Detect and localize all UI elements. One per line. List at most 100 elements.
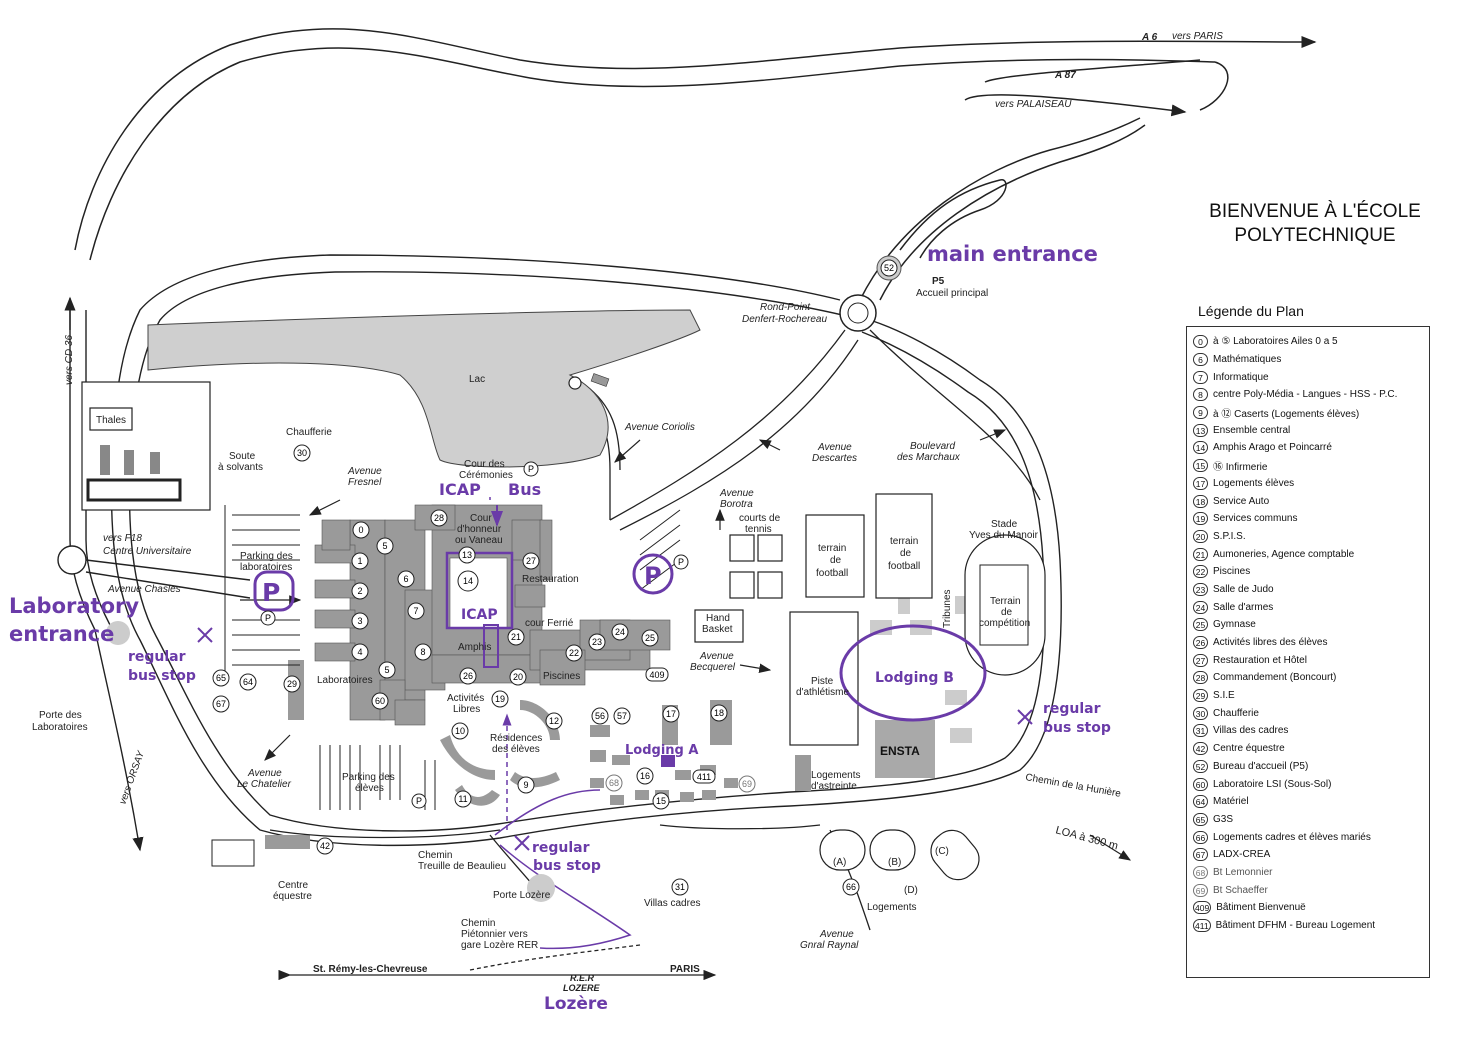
bnum-28: 28 [434, 513, 444, 523]
bnum-42: 42 [320, 841, 330, 851]
bnum-52: 52 [884, 263, 894, 273]
chaufferie-label: Chaufferie [286, 427, 332, 438]
accueil-label: Accueil principal [916, 288, 988, 299]
legend-item-number: 411 [1193, 919, 1211, 933]
rer-label-1: R.E.R [570, 973, 595, 983]
bnum-67: 67 [216, 699, 226, 709]
legend-item-number: 52 [1193, 759, 1208, 773]
soute-label-2: à solvants [218, 462, 263, 473]
legend-item-number: 29 [1193, 689, 1208, 703]
icap-label: ICAP [461, 607, 498, 623]
rond-point-label-2: Denfert-Rochereau [742, 314, 827, 325]
bnum-21: 21 [511, 632, 521, 642]
parking-eleves-label-2: élèves [355, 783, 384, 794]
logements-label: Logements [867, 902, 916, 913]
legend-item-number: 25 [1193, 618, 1208, 632]
legend-item-text: Service Auto [1213, 495, 1270, 507]
parking-p-labo: P [265, 613, 271, 623]
bnum-69: 69 [742, 779, 752, 789]
bnum-9: 9 [523, 780, 528, 790]
foot2-label-2: de [900, 548, 912, 559]
legend-item-number: 19 [1193, 512, 1208, 526]
cour-ferrie-label: cour Ferrié [525, 618, 574, 629]
chasles-label: Avenue Chasles [107, 584, 181, 595]
piste-label-2: d'athlétisme [796, 687, 849, 698]
piste-label-1: Piste [811, 676, 834, 687]
legend-item-text: Matériel [1213, 796, 1249, 808]
a6-label: A 6 [1141, 32, 1158, 43]
parking-p-right-label: P [644, 562, 662, 590]
parking-hatching [224, 505, 681, 810]
bnum-16: 16 [640, 771, 650, 781]
coriolis-label: Avenue Coriolis [624, 422, 695, 433]
foot1-label-1: terrain [818, 543, 846, 554]
legend-item-number: 8 [1193, 388, 1208, 402]
legend-item-text: LADX-CREA [1213, 849, 1271, 861]
lodging-a-label: Lodging A [625, 743, 698, 758]
legend-item-text: Logements cadres et élèves mariés [1213, 831, 1371, 843]
honneur-label-1: Cour [470, 513, 492, 524]
legend-item-text: Logements élèves [1213, 477, 1295, 489]
porte-lozere-label: Porte Lozère [493, 890, 551, 901]
activites-label-1: Activités [447, 693, 484, 704]
legend-item-number: 22 [1193, 565, 1208, 579]
parking-eleves-label-1: Parking des [342, 772, 395, 783]
roundabout-left [57, 545, 251, 599]
amphis-label: Amphis [458, 642, 491, 653]
beaulieu-label-1: Chemin [418, 850, 452, 861]
bnum-26: 26 [463, 671, 473, 681]
legend-item-number: 30 [1193, 706, 1208, 720]
bnum-24: 24 [615, 627, 625, 637]
centre-eq-label-2: équestre [273, 891, 312, 902]
highway-a6 [74, 28, 1317, 261]
legend-item-number: 17 [1193, 476, 1208, 490]
legend-item-text: Mathématiques [1213, 354, 1282, 366]
legend-item-number: 9 [1193, 406, 1208, 420]
marchaux-label-1: Boulevard [910, 441, 955, 452]
foot2-label-1: terrain [890, 536, 918, 547]
legend-item-number: 26 [1193, 636, 1208, 650]
bnum-25: 25 [645, 633, 655, 643]
ensta-label: ENSTA [880, 744, 920, 758]
honneur-label-2: d'honneur [457, 524, 502, 535]
bnum-5b: 5 [384, 665, 389, 675]
stade-label-2: Yves du Manoir [969, 530, 1039, 541]
lab-entrance-label-1: Laboratory [9, 594, 139, 618]
descartes-label-1: Avenue [817, 442, 852, 453]
map-title: BIENVENUE À L'ÉCOLE POLYTECHNIQUE [1190, 200, 1440, 248]
d-label: (D) [904, 885, 918, 896]
lake [147, 309, 701, 468]
descartes-label-2: Descartes [812, 453, 857, 464]
bnum-3: 3 [357, 616, 362, 626]
legend-item-number: 42 [1193, 742, 1208, 756]
foot1-label-2: de [830, 555, 842, 566]
legend-item-text: centre Poly-Média - Langues - HSS - P.C. [1213, 389, 1398, 401]
legend-item-text: Salle d'armes [1213, 601, 1274, 613]
competition-label-1: Terrain [990, 596, 1021, 607]
bnum-30: 30 [297, 448, 307, 458]
legend-item-text: G3S [1213, 813, 1234, 825]
foot1-label-3: football [816, 568, 848, 579]
hand-label-1: Hand [706, 613, 730, 624]
annotations: main entrance Laboratory entrance ICAP B… [9, 242, 1111, 1014]
oval-c-label: (C) [935, 846, 949, 857]
bnum-20: 20 [513, 672, 523, 682]
legend-item-number: 68 [1193, 865, 1208, 879]
legend-title: Légende du Plan [1198, 303, 1304, 319]
fresnel-label-1: Avenue [347, 466, 382, 477]
courts-label-2: tennis [745, 524, 772, 535]
activites-label-2: Libres [453, 704, 480, 715]
beaulieu-label-2: Treuille de Beaulieu [418, 861, 506, 872]
legend-item-number: 31 [1193, 724, 1208, 738]
main-entrance-label: main entrance [927, 242, 1098, 266]
icap-box [445, 551, 514, 630]
